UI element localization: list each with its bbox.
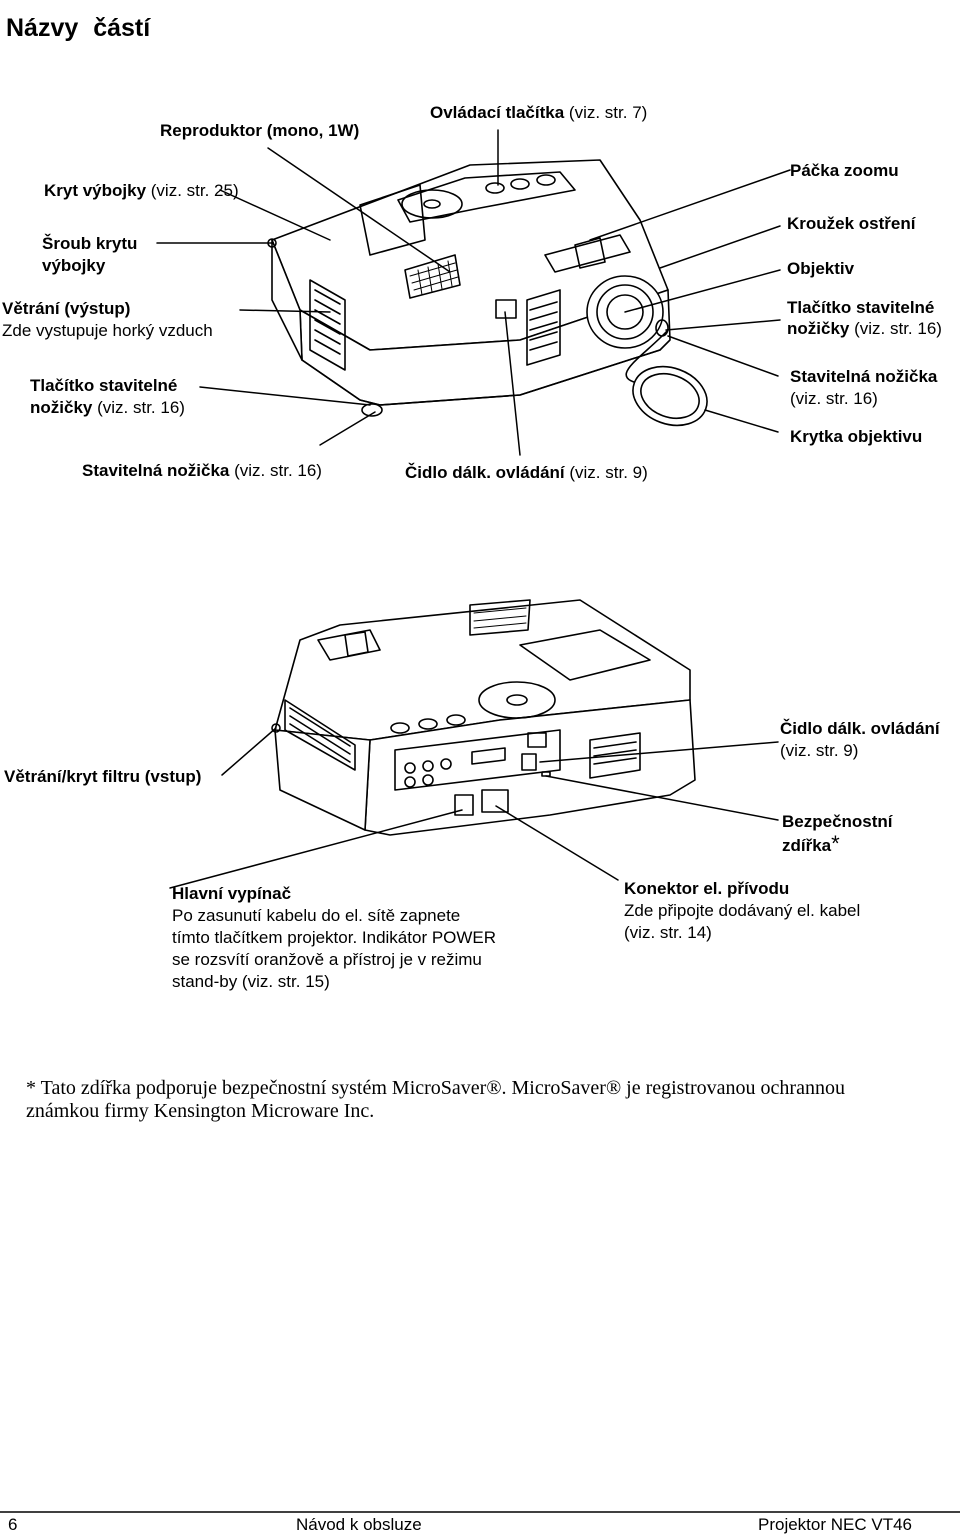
- label-tlacitko-left-line1: Tlačítko stavitelné: [30, 376, 178, 395]
- label-hlavni-desc-line2: tímto tlačítkem projektor. Indikátor POW…: [172, 928, 497, 947]
- label-tlacitko-left-line2: nožičky (viz. str. 16): [30, 398, 185, 417]
- label-stavitelna-left: Stavitelná nožička (viz. str. 16): [82, 461, 322, 480]
- label-reproduktor: Reproduktor (mono, 1W): [160, 121, 360, 140]
- label-sroub-line1: Šroub krytu: [42, 234, 138, 253]
- label-tlacitko-right-line2: nožičky (viz. str. 16): [787, 319, 942, 338]
- projector-rear-illustration: [271, 599, 696, 836]
- label-vetrani-vystup-desc: Zde vystupuje horký vzduch: [2, 321, 213, 340]
- footnote-line2: známkou firmy Kensington Microware Inc.: [26, 1100, 375, 1122]
- label-vetrani-kryt-filtru: Větrání/kryt filtru (vstup): [4, 767, 202, 786]
- label-krouzek-ostreni: Kroužek ostření: [787, 214, 916, 233]
- label-vetrani-vystup: Větrání (výstup): [2, 299, 131, 318]
- label-sroub-line2: výbojky: [42, 256, 106, 275]
- label-konektor-desc-line1: Zde připojte dodávaný el. kabel: [624, 901, 861, 920]
- label-cidlo-rear-line2: (viz. str. 9): [780, 741, 859, 760]
- label-hlavni-vypinac: Hlavní vypínač: [172, 884, 292, 903]
- label-hlavni-desc-line1: Po zasunutí kabelu do el. sítě zapnete: [172, 906, 461, 925]
- label-konektor-desc-line2: (viz. str. 14): [624, 923, 712, 942]
- footnote-line1: * Tato zdířka podporuje bezpečnostní sys…: [26, 1077, 845, 1099]
- footer-page-number: 6: [8, 1515, 18, 1534]
- label-kryt-vybojky: Kryt výbojky (viz. str. 25): [44, 181, 239, 200]
- label-packa-zoomu: Páčka zoomu: [790, 161, 899, 180]
- label-krytka-objektivu: Krytka objektivu: [790, 427, 923, 446]
- footer-right: Projektor NEC VT46: [758, 1515, 912, 1534]
- label-cidlo-front: Čidlo dálk. ovládání (viz. str. 9): [405, 463, 648, 482]
- label-tlacitko-right-line1: Tlačítko stavitelné: [787, 298, 935, 317]
- label-bezpecnostni-line2: zdířka*: [782, 831, 840, 856]
- label-ovladaci-tlacitka: Ovládací tlačítka (viz. str. 7): [430, 103, 648, 122]
- label-objektiv: Objektiv: [787, 259, 855, 278]
- page-title: Názvy částí: [6, 14, 151, 42]
- label-stavitelna-right-line2: (viz. str. 16): [790, 389, 878, 408]
- label-konektor: Konektor el. přívodu: [624, 879, 790, 898]
- label-bezpecnostni-line1: Bezpečnostní: [782, 812, 893, 831]
- label-cidlo-rear-line1: Čidlo dálk. ovládání: [780, 719, 940, 738]
- footer-center: Návod k obsluze: [296, 1515, 422, 1534]
- projector-front-illustration: [267, 159, 708, 427]
- label-hlavni-desc-line3: se rozsvítí oranžově a přístroj je v rež…: [172, 950, 482, 969]
- label-hlavni-desc-line4: stand-by (viz. str. 15): [172, 972, 330, 991]
- label-stavitelna-right-line1: Stavitelná nožička: [790, 367, 938, 386]
